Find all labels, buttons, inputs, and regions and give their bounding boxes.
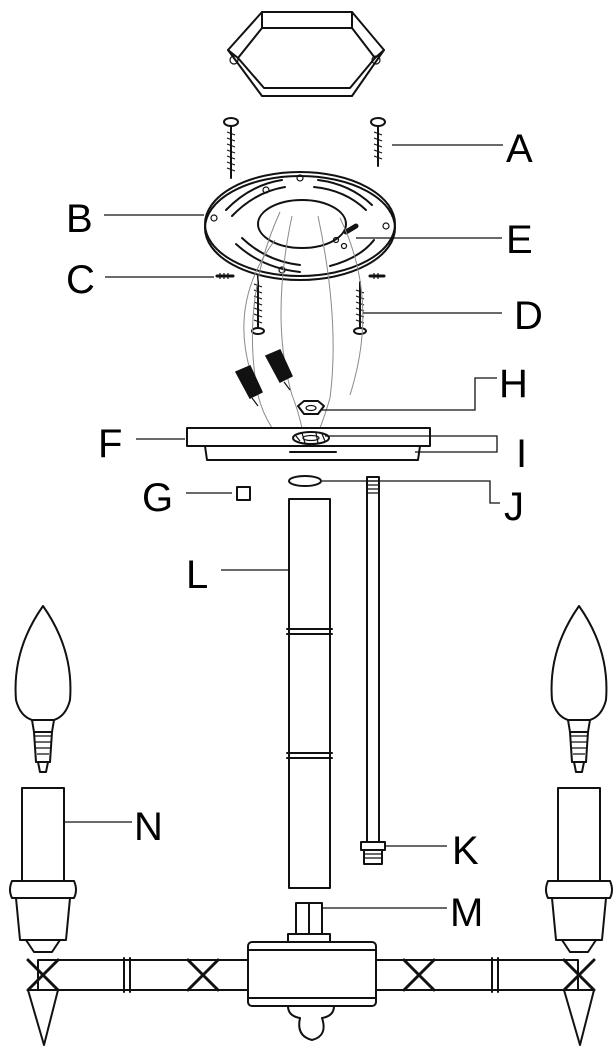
label-j: J <box>504 485 524 529</box>
label-f: F <box>98 422 122 466</box>
mounting-plate <box>204 171 396 281</box>
label-l: L <box>186 553 208 597</box>
label-b: B <box>66 197 93 241</box>
threaded-rod <box>360 476 386 865</box>
bulb-right <box>550 605 608 773</box>
mounting-screw-right <box>370 117 386 167</box>
part-labels: A B C E D H F I G J L N K M <box>66 127 543 935</box>
label-a: A <box>506 127 533 171</box>
wire-nut-left <box>234 365 263 407</box>
long-screw-right <box>353 281 367 335</box>
label-c: C <box>66 258 95 302</box>
lock-washer <box>292 431 330 445</box>
label-n: N <box>134 805 163 849</box>
hex-nut <box>297 400 325 415</box>
label-m: M <box>450 891 483 935</box>
bulb-left <box>14 605 72 773</box>
label-h: H <box>499 362 528 406</box>
coupler <box>287 902 331 943</box>
candle-sleeve-left <box>21 787 65 882</box>
label-i: I <box>516 432 527 476</box>
wire-nut-right <box>264 349 293 391</box>
ground-screw <box>343 223 359 235</box>
candle-cup-right <box>545 880 613 1046</box>
label-e: E <box>506 218 533 262</box>
arm-body <box>26 941 596 1041</box>
label-k: K <box>452 829 479 873</box>
canopy-cap <box>227 11 385 97</box>
candle-cup-left <box>9 880 77 1046</box>
washer <box>288 475 322 487</box>
label-d: D <box>514 294 543 338</box>
plate-screw-right <box>368 273 386 279</box>
leader-lines <box>64 144 503 909</box>
stem-pipe <box>286 498 333 889</box>
label-g: G <box>142 476 173 520</box>
mounting-screw-left <box>223 117 239 179</box>
plate-screw-left <box>215 273 235 279</box>
set-screw <box>236 486 251 501</box>
long-screw-left <box>251 275 265 335</box>
candle-sleeve-right <box>557 787 601 882</box>
